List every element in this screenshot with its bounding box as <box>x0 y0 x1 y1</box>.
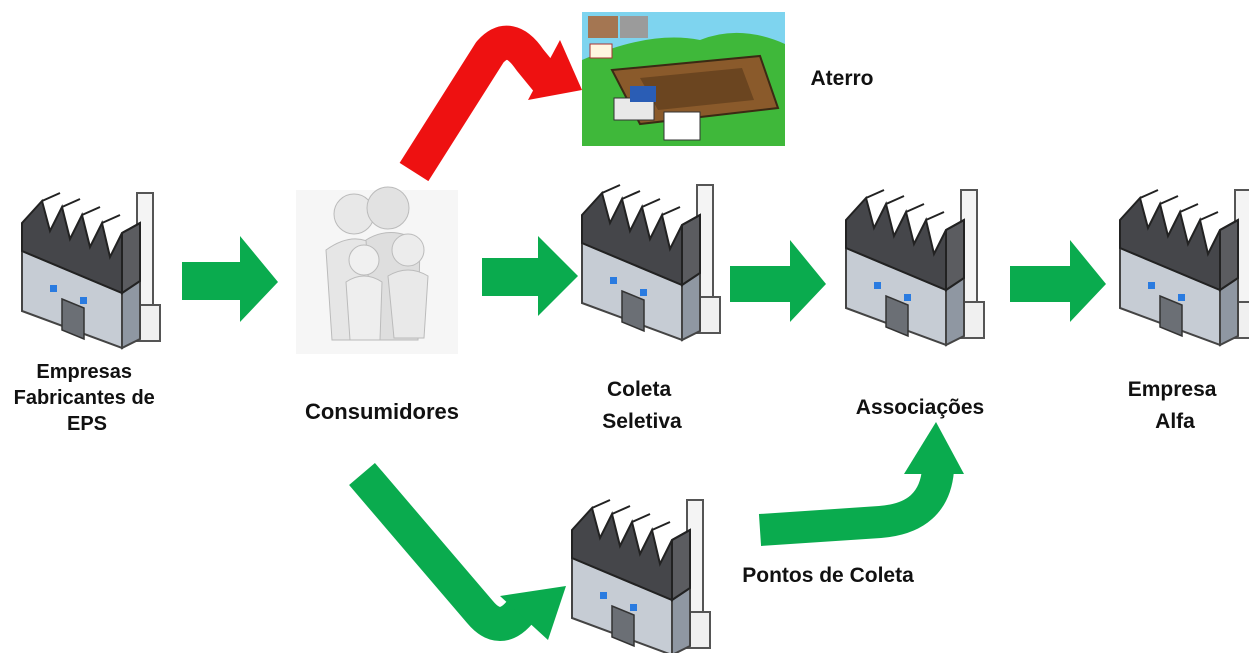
label-associacoes: Associações <box>856 396 984 419</box>
label-empresas-fabricantes: Empresas Fabricantes de EPS <box>14 361 161 435</box>
arrow-pontos-to-associacoes <box>758 422 964 546</box>
label-empresa-alfa: Empresa Alfa <box>1128 378 1223 433</box>
label-pontos-de-coleta: Pontos de Coleta <box>742 564 914 587</box>
factory-icon <box>581 184 721 341</box>
factory-icon <box>571 499 711 653</box>
arrow-coleta-to-associacoes <box>730 240 826 322</box>
arrow-consumidores-to-aterro <box>399 25 582 182</box>
arrow-consumidores-to-pontos <box>349 462 566 641</box>
arrow-associacoes-to-alfa <box>1010 240 1106 322</box>
label-consumidores: Consumidores <box>305 399 459 424</box>
family-icon <box>295 186 459 355</box>
factory-icon <box>845 189 985 346</box>
arrow-fabricantes-to-consumidores <box>182 236 278 322</box>
landfill-icon <box>582 12 785 147</box>
arrow-consumidores-to-coleta <box>482 236 578 316</box>
label-coleta-seletiva: Coleta Seletiva <box>602 378 682 433</box>
factory-icon <box>21 192 161 349</box>
label-aterro: Aterro <box>810 67 873 90</box>
factory-icon <box>1119 189 1249 346</box>
